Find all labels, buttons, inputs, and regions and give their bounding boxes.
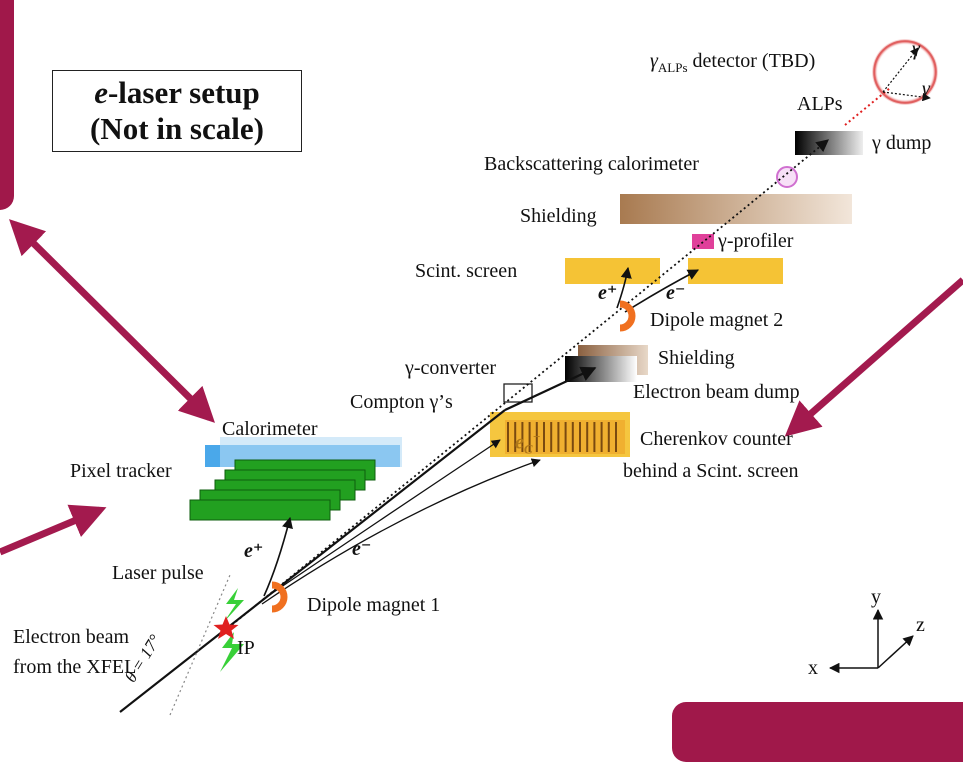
corner-panel-top-left — [0, 0, 14, 210]
label-alps: ALPs — [797, 93, 843, 115]
gamma-converter — [503, 383, 533, 403]
backscattering-calorimeter — [776, 166, 798, 188]
label-gamma-converter: γ-converter — [405, 357, 497, 379]
label-electron-beam-line1: Electron beam — [13, 626, 130, 648]
dipole-magnet-2 — [619, 300, 636, 332]
shielding-top — [620, 194, 852, 224]
coordinate-axes — [828, 608, 914, 674]
elaser-setup-diagram — [0, 39, 963, 716]
cherenkov-counter — [490, 412, 630, 457]
label-pixel-tracker: Pixel tracker — [70, 460, 172, 482]
pointer-arrow-cherenkov — [784, 277, 963, 437]
label-compton-gammas: Compton γ’s — [350, 391, 453, 413]
label-ip: IP — [237, 637, 255, 659]
label-gamma-dump: γ dump — [872, 132, 932, 154]
label-dipole-magnet-2: Dipole magnet 2 — [650, 309, 784, 331]
electron-beamline — [119, 409, 506, 713]
pixel-tracker — [189, 459, 376, 521]
label-dipole-magnet-1: Dipole magnet 1 — [307, 594, 441, 616]
label-e-plus-lower: e⁺ — [244, 540, 264, 562]
laser-bolt-lower — [220, 632, 244, 672]
pointer-arrows — [0, 219, 963, 556]
incoming-beam-dotted — [169, 574, 231, 716]
electron-track-lower-1 — [261, 439, 501, 601]
beam-lines — [119, 47, 931, 716]
label-e-minus-lower: e⁻ — [352, 538, 372, 560]
label-gamma-out-1: γ — [912, 38, 920, 60]
electron-beam-to-dump — [504, 366, 597, 411]
gamma-dump — [795, 131, 863, 155]
setup-title-line2: (Not in scale) — [90, 111, 264, 146]
positron-track-lower — [263, 516, 293, 597]
scint-screen-right — [688, 258, 783, 284]
label-axis-y: y — [871, 586, 881, 608]
label-electron-beam-dump: Electron beam dump — [633, 381, 800, 403]
positron-track-upper — [616, 266, 632, 309]
setup-title-box: e-laser setup (Not in scale) — [52, 70, 302, 152]
label-laser-pulse: Laser pulse — [112, 562, 204, 584]
label-gamma-out-2: γ — [922, 78, 930, 100]
pointer-arrow-calorimeter — [9, 219, 215, 423]
laser-bolt-upper — [224, 588, 244, 622]
dipole-magnet-1 — [271, 581, 288, 613]
gamma-to-dump — [739, 139, 829, 213]
label-axis-z: z — [916, 614, 925, 636]
electron-track-lower-2 — [261, 458, 541, 605]
label-scint-screen: Scint. screen — [415, 260, 518, 282]
label-e-minus-upper: e⁻ — [666, 282, 686, 304]
label-electron-beam-line2: from the XFEL — [13, 656, 137, 678]
label-shielding-top: Shielding — [520, 205, 597, 227]
label-backscattering-calorimeter: Backscattering calorimeter — [484, 153, 699, 175]
ip-star — [213, 616, 239, 639]
label-axis-x: x — [808, 657, 818, 679]
label-e-c: eC− — [515, 429, 541, 457]
setup-title-line1: e-laser setup — [94, 75, 260, 110]
label-calorimeter: Calorimeter — [222, 418, 318, 440]
electron-beam-dump — [565, 356, 637, 382]
label-e-plus-upper: e⁺ — [598, 282, 618, 304]
pointer-arrow-pixel-tracker — [0, 504, 107, 556]
label-alps-detector: γALPs detector (TBD) — [650, 50, 816, 75]
alps-gamma-out-1 — [882, 47, 919, 93]
label-cherenkov-line2: behind a Scint. screen — [623, 460, 799, 482]
gamma-profiler — [692, 234, 714, 249]
label-cherenkov-line1: Cherenkov counter — [640, 428, 793, 450]
label-shielding-mid: Shielding — [658, 347, 735, 369]
scint-screen-left — [565, 258, 660, 284]
label-gamma-profiler: γ-profiler — [718, 230, 794, 252]
